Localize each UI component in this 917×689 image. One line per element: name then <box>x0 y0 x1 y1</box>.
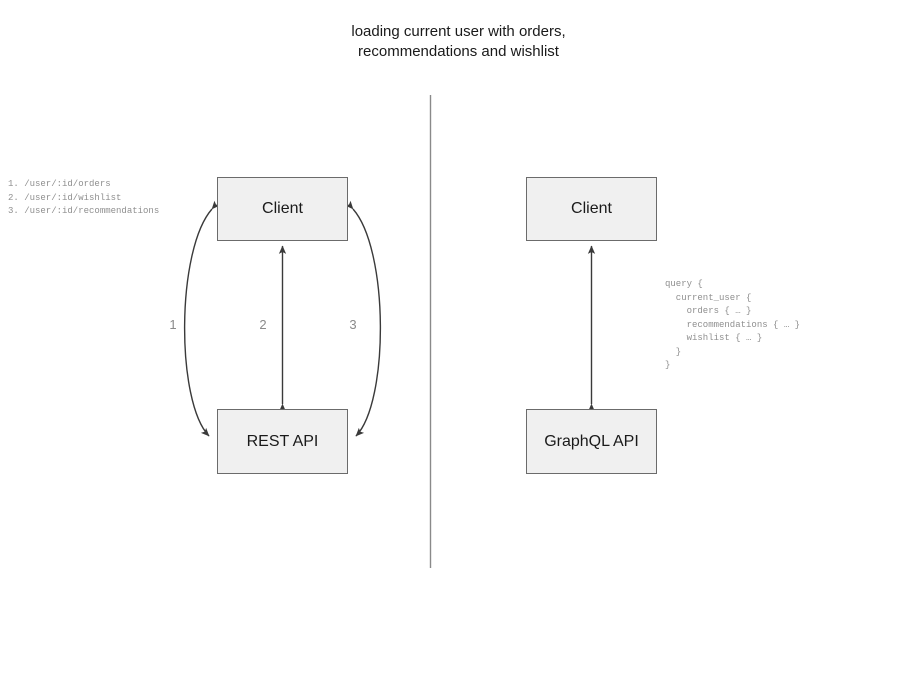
rest-edge-3 <box>345 200 382 437</box>
node-client-graphql[interactable]: Client <box>526 177 657 241</box>
node-client-rest-label: Client <box>262 200 303 217</box>
node-client-rest[interactable]: Client <box>217 177 348 241</box>
diagram-title: loading current user with orders, recomme… <box>0 22 917 62</box>
node-rest-api-label: REST API <box>246 432 319 450</box>
edge-label-1: 1 <box>169 317 177 332</box>
edge-label-3: 3 <box>349 317 357 332</box>
graphql-query-snippet: query { current_user { orders { … } reco… <box>665 279 801 370</box>
diagram-title-line-2: recommendations and wishlist <box>358 43 559 60</box>
edge-label-2: 2 <box>259 317 267 332</box>
node-rest-api[interactable]: REST API <box>217 409 348 474</box>
node-client-graphql-label: Client <box>571 200 612 217</box>
node-graphql-api-label: GraphQL API <box>544 432 639 450</box>
rest-endpoint-list: 1. /user/:id/orders 2. /user/:id/wishlis… <box>8 179 160 216</box>
rest-edge-1 <box>183 200 220 437</box>
diagram-title-line-1: loading current user with orders, <box>351 23 566 40</box>
node-graphql-api[interactable]: GraphQL API <box>526 409 657 474</box>
